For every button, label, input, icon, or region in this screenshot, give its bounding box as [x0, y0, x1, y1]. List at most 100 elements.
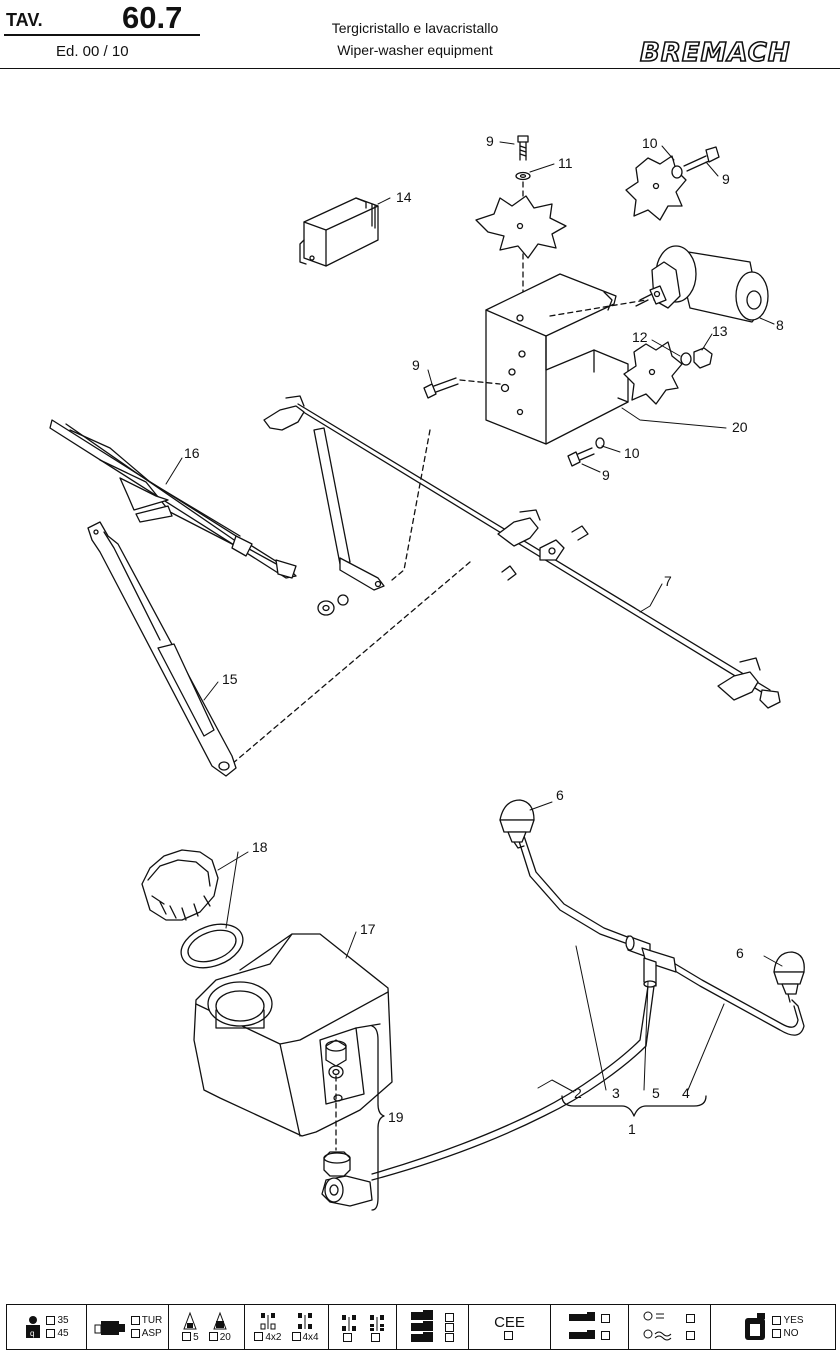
checkbox-cab-c[interactable]	[445, 1332, 454, 1342]
checkbox-axle-a[interactable]	[343, 1332, 352, 1342]
bolt-top	[517, 135, 529, 161]
callout-7: 7	[664, 573, 672, 589]
options-bar: q 35 45 TUR ASP 5 20 4x2	[6, 1304, 836, 1350]
checkbox-45[interactable]	[46, 1328, 56, 1338]
power-take-off-cell: 5 20	[169, 1305, 245, 1349]
callout-5: 5	[652, 1085, 660, 1101]
checkbox-35[interactable]	[46, 1315, 56, 1325]
checkbox-cab-b[interactable]	[445, 1322, 454, 1332]
axle-icon-a	[341, 1314, 356, 1331]
callout-17: 17	[360, 921, 376, 937]
rubber-pad-top	[475, 195, 567, 259]
page-header: TAV. 60.7 Ed. 00 / 10 Tergicristallo e l…	[0, 0, 840, 70]
climate-icon	[643, 1311, 672, 1341]
callout-10-lower: 10	[624, 445, 640, 461]
header-rule-left	[4, 34, 200, 36]
checkbox-tur[interactable]	[130, 1315, 140, 1325]
callout-9-top: 9	[486, 133, 494, 149]
callout-9-right: 9	[722, 171, 730, 187]
checkbox-truck-b[interactable]	[601, 1331, 610, 1340]
checkbox-5[interactable]	[182, 1332, 192, 1342]
checkbox-4x2[interactable]	[254, 1332, 264, 1342]
engine-cell: TUR ASP	[87, 1305, 169, 1349]
bolt-lower	[567, 447, 595, 467]
callout-13: 13	[712, 323, 728, 339]
reservoir-cap	[141, 849, 219, 921]
rubber-pad-right-lower	[623, 341, 683, 405]
checkbox-yes[interactable]	[772, 1315, 782, 1325]
checkbox-axle-b[interactable]	[371, 1332, 380, 1342]
callout-9-lower: 9	[602, 467, 610, 483]
checkbox-truck-a[interactable]	[601, 1314, 610, 1323]
washer-right-upper	[671, 165, 683, 179]
clip-right	[571, 525, 589, 541]
group-brace-1	[561, 1095, 707, 1117]
checkbox-asp[interactable]	[130, 1328, 140, 1338]
cab-type-cell	[397, 1305, 469, 1349]
bolt-right-upper	[683, 146, 720, 172]
drive-4x4-icon	[298, 1312, 313, 1329]
callout-10-upper: 10	[642, 135, 658, 151]
checkbox-cee[interactable]	[504, 1331, 513, 1340]
cap-gasket	[180, 923, 244, 969]
washer-pump-parts	[321, 1039, 373, 1207]
exploded-view-diagram: 9 11 10 9 14 8 12 13 9 20 10 9 16 7 15 6…	[49, 133, 805, 1211]
callout-14: 14	[396, 189, 412, 205]
weight-cell: q 35 45	[7, 1305, 87, 1349]
callout-1: 1	[628, 1121, 636, 1137]
callout-4: 4	[682, 1085, 690, 1101]
climate-cell	[629, 1305, 711, 1349]
leader-lines	[165, 141, 783, 1093]
axle-icon-b	[369, 1314, 384, 1331]
callout-20: 20	[732, 419, 748, 435]
cee-cell: CEE	[469, 1305, 551, 1349]
washer-hoses	[371, 835, 805, 1181]
truck-icon	[569, 1312, 595, 1339]
yes-no-cell: YES NO	[711, 1305, 835, 1349]
washer-nozzle-right	[773, 951, 805, 1003]
vehicle-cab-icon	[411, 1310, 433, 1342]
washer-right-lower	[680, 352, 692, 366]
pto-icon-5	[183, 1311, 198, 1329]
checkbox-4x4[interactable]	[291, 1332, 301, 1342]
checkbox-cab-a[interactable]	[445, 1312, 454, 1322]
edition-label: Ed. 00 / 10	[56, 43, 129, 60]
relay-module	[299, 197, 379, 267]
callout-15: 15	[222, 671, 238, 687]
wiper-motor	[635, 245, 769, 323]
header-rule-bottom	[0, 68, 840, 69]
callout-19: 19	[388, 1109, 404, 1125]
bracket-19	[371, 1025, 385, 1211]
brand-logo: BREMACH	[639, 37, 791, 69]
drive-cell: 4x2 4x4	[245, 1305, 329, 1349]
spacer-bushing	[317, 594, 349, 616]
washer-reservoir	[193, 933, 393, 1137]
checkbox-no[interactable]	[772, 1328, 782, 1338]
svg-text:q: q	[30, 1329, 34, 1338]
checkbox-climate-a[interactable]	[686, 1314, 695, 1323]
callout-8: 8	[776, 317, 784, 333]
checkbox-climate-b[interactable]	[686, 1331, 695, 1340]
callout-12: 12	[632, 329, 648, 345]
callout-16: 16	[184, 445, 200, 461]
callout-2: 2	[574, 1085, 582, 1101]
title-english: Wiper-washer equipment	[337, 42, 493, 58]
callout-6-left: 6	[556, 787, 564, 803]
checkbox-20[interactable]	[208, 1332, 218, 1342]
nut-right-lower	[693, 347, 713, 369]
bolt-left-middle	[423, 377, 459, 399]
weight-icon: q	[26, 1316, 41, 1338]
engine-icon	[94, 1321, 125, 1335]
callout-3: 3	[612, 1085, 620, 1101]
callout-11: 11	[558, 155, 573, 171]
option-icon	[745, 1313, 766, 1340]
pto-icon-20	[213, 1311, 227, 1329]
wiper-arm	[87, 521, 237, 777]
wiper-linkage	[263, 395, 781, 709]
drive-4x2-icon	[260, 1312, 276, 1329]
motor-bracket	[485, 273, 629, 445]
washer-nozzle-left	[499, 799, 535, 849]
washer-top	[515, 171, 531, 181]
callout-18: 18	[252, 839, 268, 855]
truck-type-cell	[551, 1305, 629, 1349]
